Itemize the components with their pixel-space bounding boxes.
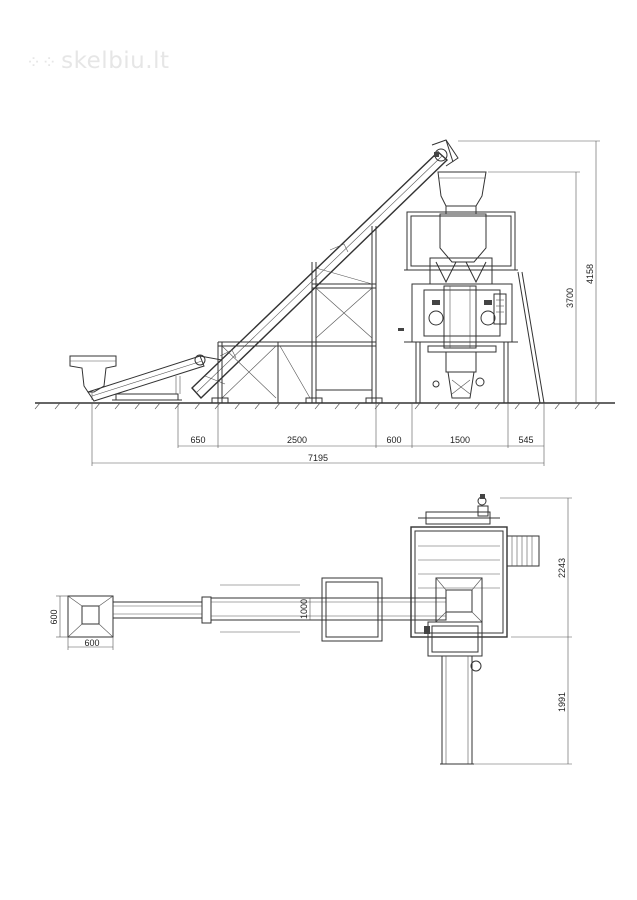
dim-2500: 2500	[287, 435, 307, 445]
dim-height-main: 3700	[565, 288, 575, 308]
dim-height-total: 4158	[585, 264, 595, 284]
support-frame	[211, 226, 383, 403]
dim-hopper-depth: 600	[84, 638, 99, 648]
dim-total-7195: 7195	[308, 453, 328, 463]
inclined-elevator	[191, 139, 459, 400]
dim-1500: 1500	[450, 435, 470, 445]
top-view-dimensions: 600 600 1000 2243 1991	[49, 497, 572, 765]
dots-logo-icon: ⁘⁘	[26, 52, 58, 73]
dim-discharge-length: 1991	[557, 692, 567, 712]
dim-conveyor-width: 1000	[299, 599, 309, 619]
dim-650: 650	[190, 435, 205, 445]
dim-hopper-width: 600	[49, 609, 59, 624]
horizontal-dimensions: 650 2500 600 1500 545 7195	[91, 403, 545, 466]
dim-600: 600	[386, 435, 401, 445]
watermark-text: skelbiu.lt	[61, 48, 170, 74]
watermark: ⁘⁘skelbiu.lt	[26, 48, 169, 74]
top-view: 600 600 1000 2243 1991	[49, 494, 572, 765]
discharge-conveyor	[440, 655, 474, 765]
dim-545: 545	[518, 435, 533, 445]
short-conveyor-top	[112, 596, 212, 624]
hopper-top	[67, 595, 114, 638]
side-view: 3700 4158 650 2500 600 1500 545 7195	[34, 139, 615, 466]
feed-hopper	[69, 355, 117, 400]
machine-top	[410, 494, 540, 672]
packing-machine	[398, 171, 545, 404]
vertical-dimensions: 3700 4158	[458, 140, 600, 403]
short-conveyor	[87, 354, 206, 402]
dim-machine-depth: 2243	[557, 558, 567, 578]
ground-line	[34, 402, 615, 410]
